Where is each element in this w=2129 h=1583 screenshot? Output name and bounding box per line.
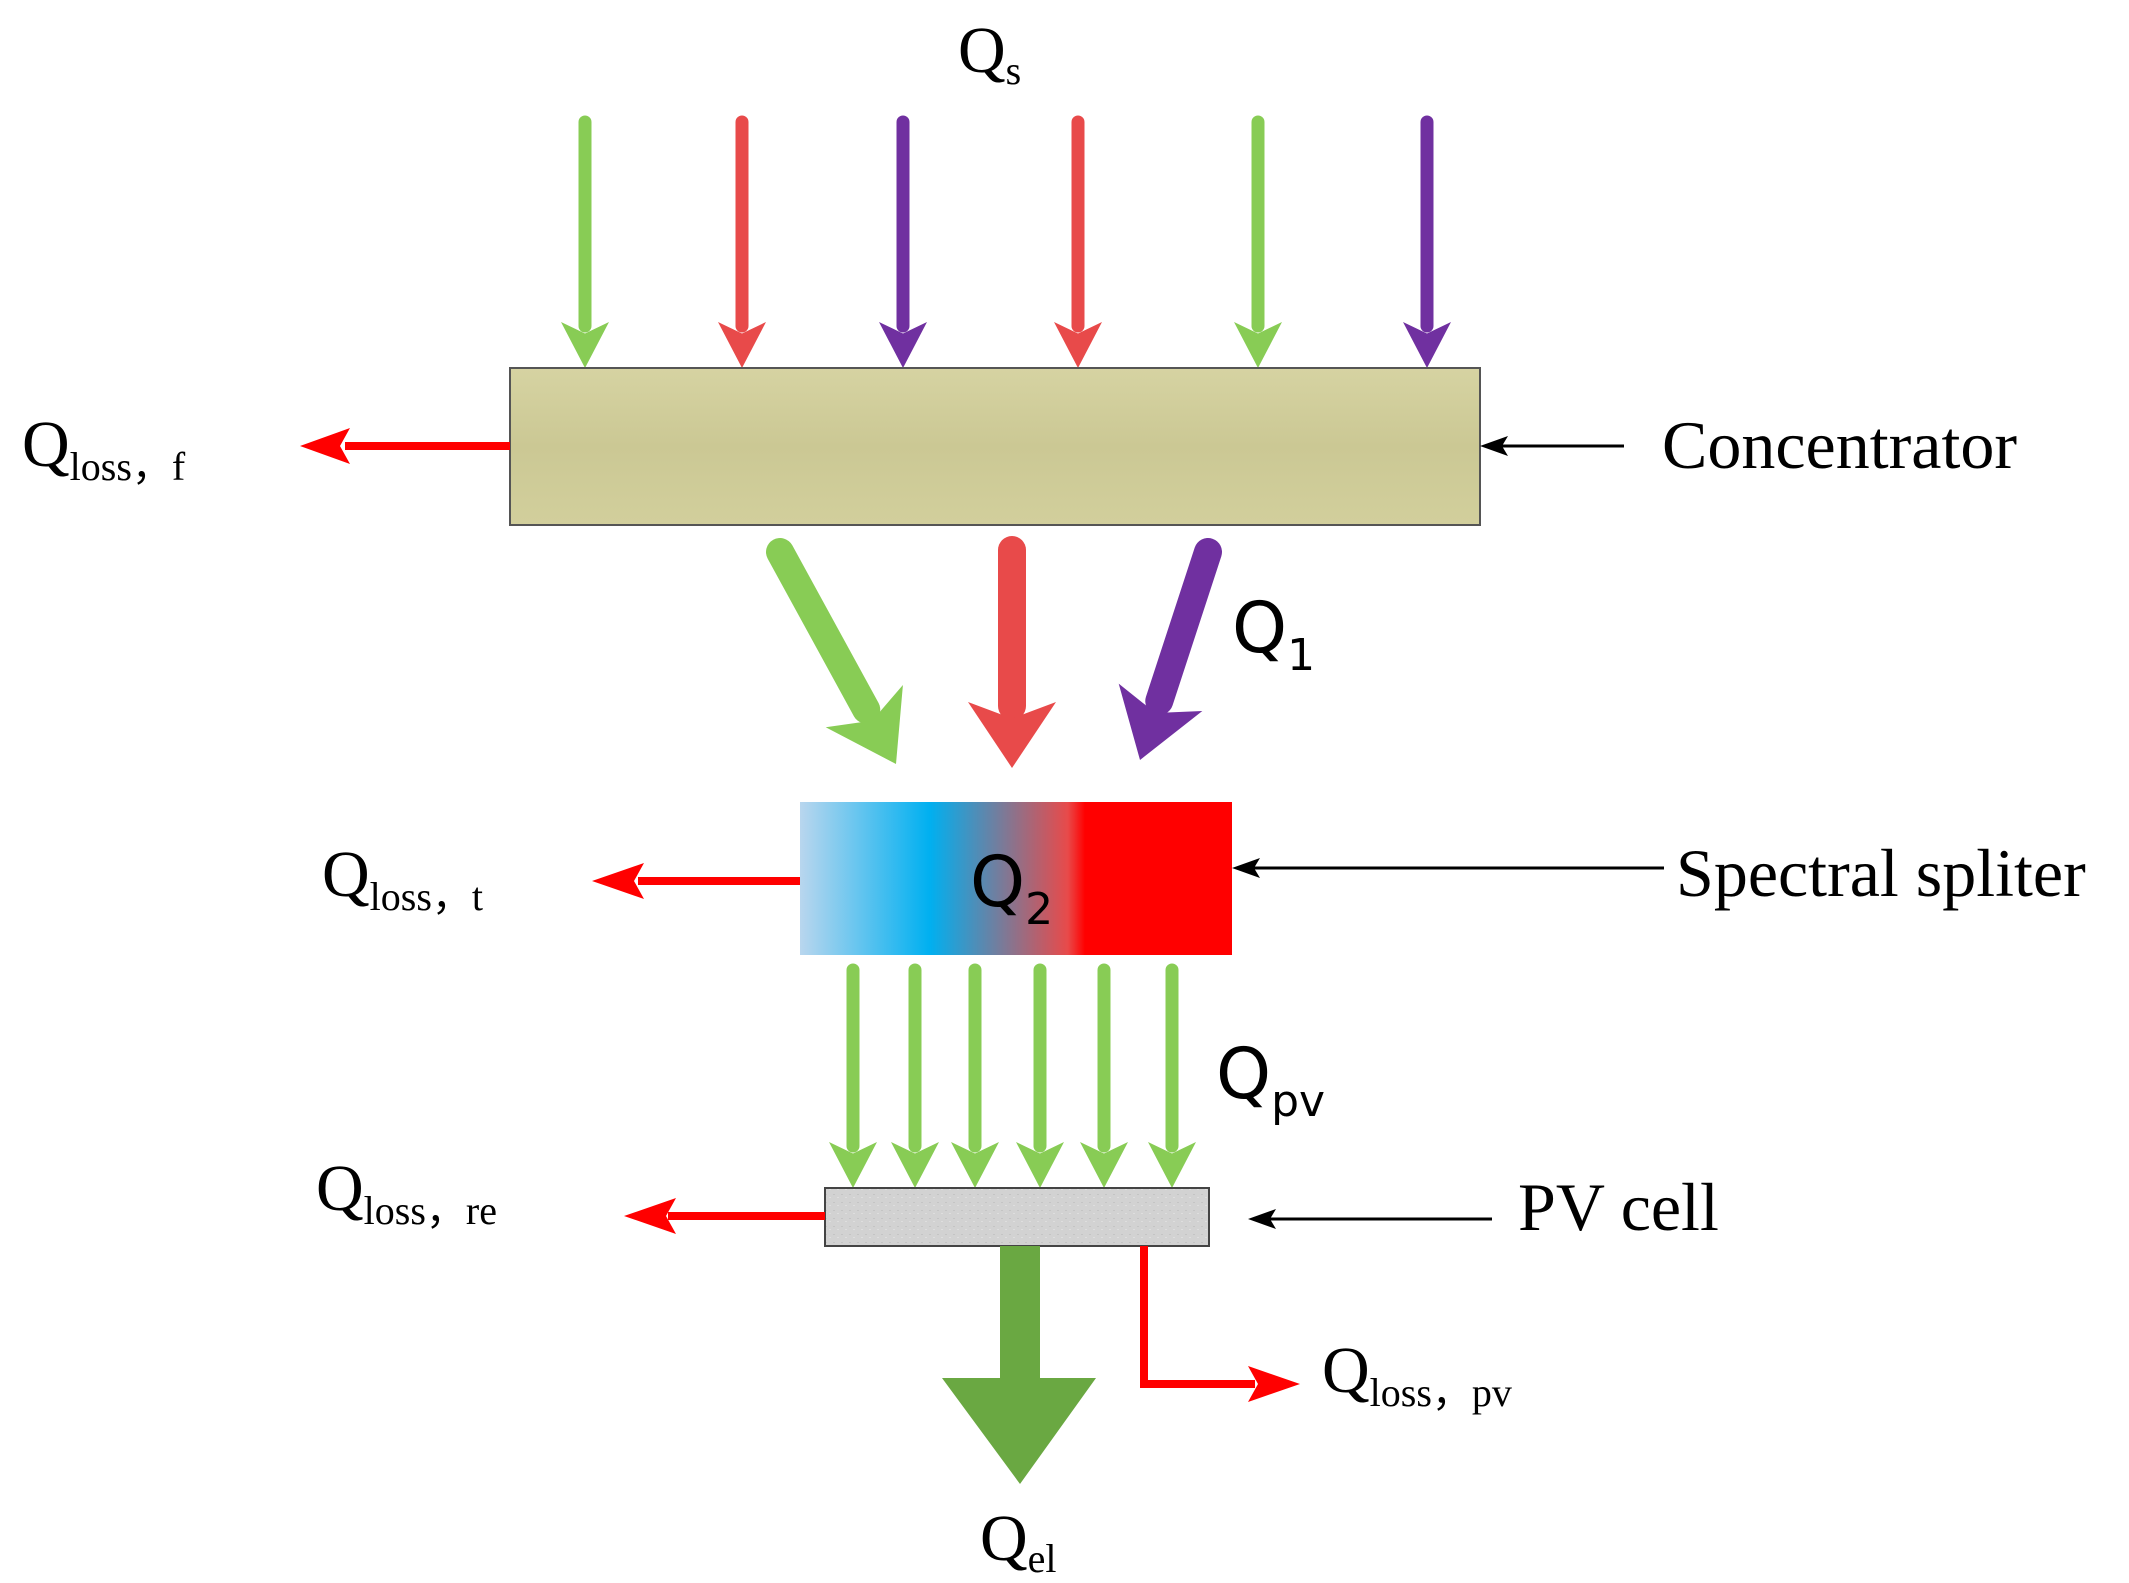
label-loss-f: Qloss，f [22, 408, 186, 489]
incoming-ray-purple [879, 115, 927, 368]
incoming-ray-green [561, 115, 609, 368]
loss-arrow-t [592, 863, 800, 899]
pv-cell-box [824, 1187, 1210, 1247]
focused-ray-green [766, 538, 903, 764]
loss-arrow-re [624, 1198, 825, 1234]
focused-ray-red [968, 536, 1056, 768]
incoming-ray-red [1054, 115, 1102, 368]
label-spectral-splitter: Spectral spliter [1676, 835, 2086, 911]
label-q2: Q2 [970, 841, 1053, 935]
pv-ray-green [891, 963, 939, 1188]
incoming-ray-purple [1403, 115, 1451, 368]
label-qpv: Qpv [1216, 1033, 1325, 1127]
pv-ray-green [951, 963, 999, 1188]
pv-incident-rays [829, 963, 1196, 1188]
spectral-splitter-box [800, 802, 1232, 955]
label-loss-re: Qloss，re [316, 1152, 497, 1233]
incoming-solar-rays [561, 115, 1451, 368]
label-loss-pv: Qloss，pv [1322, 1334, 1512, 1415]
splitter-pointer-arrow [1232, 858, 1664, 878]
label-q1: Q1 [1232, 587, 1315, 681]
incoming-ray-red [718, 115, 766, 368]
focused-rays [766, 536, 1222, 768]
label-pv-cell: PV cell [1518, 1169, 1719, 1245]
focused-ray-purple [1118, 538, 1222, 760]
incoming-ray-green [1234, 115, 1282, 368]
electric-output-arrow [942, 1246, 1096, 1484]
label-qel: Qel [980, 1502, 1057, 1581]
loss-arrow-f [300, 428, 510, 464]
label-concentrator: Concentrator [1662, 407, 2017, 483]
label-loss-t: Qloss，t [322, 838, 483, 919]
pv-ray-green [1080, 963, 1128, 1188]
loss-arrow-pv [1140, 1246, 1300, 1402]
pv-ray-green [829, 963, 877, 1188]
concentrator-box [509, 367, 1481, 526]
pv-ray-green [1016, 963, 1064, 1188]
concentrator-pointer-arrow [1480, 436, 1624, 456]
pv-cell-pointer-arrow [1248, 1209, 1492, 1229]
pv-ray-green [1148, 963, 1196, 1188]
label-qs: Qs [958, 14, 1021, 93]
